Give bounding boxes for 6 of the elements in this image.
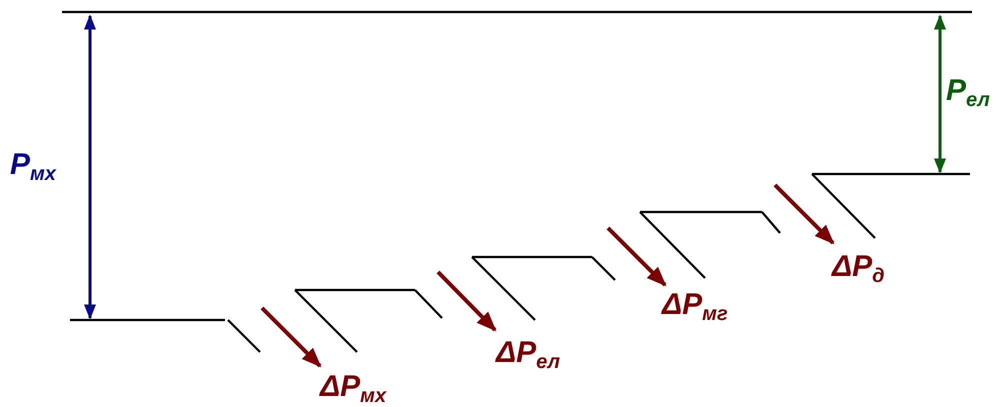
loss-label: ΔP$_{ел}$ [496, 338, 560, 372]
loss-label: ΔP$_{мг}$ [662, 290, 728, 324]
loss-label: ΔP$_{д}$ [832, 252, 885, 286]
loss-label: ΔP$_{мх}$ [320, 372, 386, 406]
power-label: P$_{мх}$ [10, 150, 56, 184]
power-label: P$_{ел}$ [946, 76, 990, 110]
